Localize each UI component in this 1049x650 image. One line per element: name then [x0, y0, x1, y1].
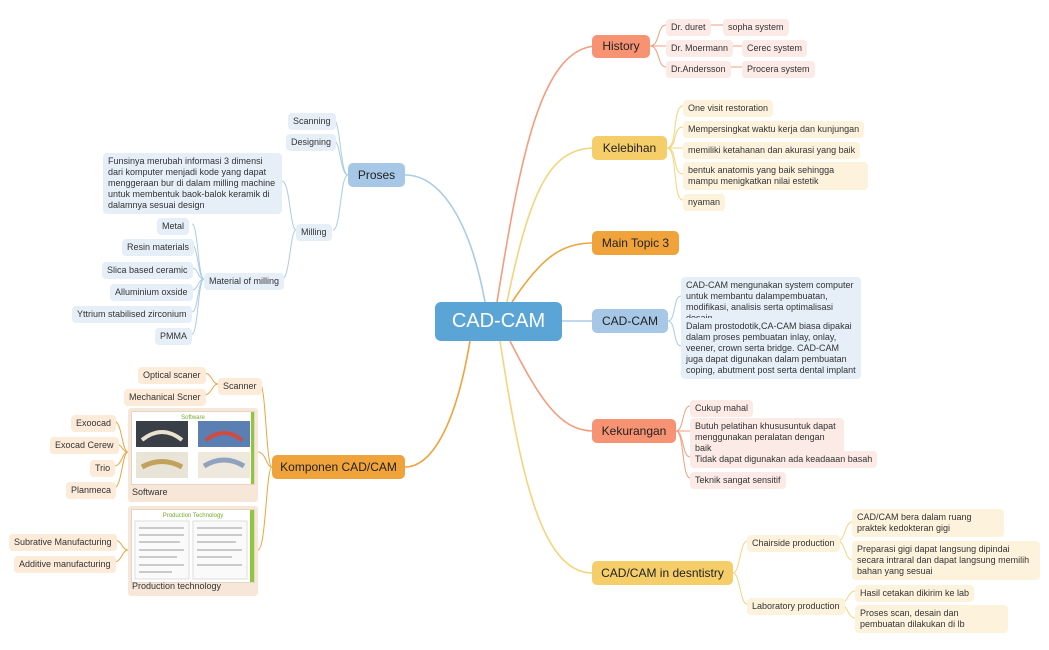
software-label: Software [132, 487, 168, 497]
scanner-node[interactable]: Scanner [218, 378, 262, 395]
material-item[interactable]: Metal [157, 218, 190, 235]
software-item[interactable]: Exocad Cerew [50, 437, 119, 454]
software-item[interactable]: Trio [90, 460, 116, 477]
topic-proses[interactable]: Proses [348, 163, 405, 187]
kelebihan-item[interactable]: memiliki ketahanan dan akurasi yang baik [683, 142, 861, 159]
laboratory-production[interactable]: Laboratory production [747, 598, 845, 615]
software-image: Software [131, 411, 255, 485]
history-cerec-system[interactable]: Cerec system [742, 40, 808, 57]
production-technology-image: Production Technology [131, 509, 255, 583]
history-dr-duret[interactable]: Dr. duret [666, 19, 711, 36]
history-procera-system[interactable]: Procera system [742, 61, 815, 78]
topic-komponen[interactable]: Komponen CAD/CAM [272, 455, 405, 479]
software-image-title: Software [181, 415, 205, 421]
software-node[interactable]: Software Software [128, 408, 258, 502]
topic-cadcam-in-dentistry[interactable]: CAD/CAM in desntistry [592, 561, 733, 585]
laboratory-item[interactable]: Hasil cetakan dikirim ke lab [855, 585, 975, 602]
kekurangan-item[interactable]: Butuh pelatihan khususuntuk dapat menggu… [690, 418, 844, 457]
material-item[interactable]: Alluminium oxside [110, 284, 193, 301]
scanner-item[interactable]: Optical scaner [138, 367, 206, 384]
scanner-item[interactable]: Mechanical Scner [124, 389, 206, 406]
topic-main-topic-3[interactable]: Main Topic 3 [592, 231, 679, 255]
milling-description[interactable]: Funsinya merubah informasi 3 dimensi dar… [103, 153, 282, 214]
history-sopha-system[interactable]: sopha system [723, 19, 789, 36]
proses-milling[interactable]: Milling [296, 224, 332, 241]
production-slide-icon [132, 510, 254, 582]
topic-kelebihan[interactable]: Kelebihan [592, 136, 667, 160]
kelebihan-item[interactable]: bentuk anatomis yang baik sehingga mampu… [683, 162, 868, 190]
laboratory-item[interactable]: Proses scan, desain dan pembuatan dilaku… [855, 605, 1008, 633]
history-dr-moermann[interactable]: Dr. Moermann [666, 40, 734, 57]
kekurangan-item[interactable]: Tidak dapat digunakan ada keadaaan basah [690, 451, 878, 468]
history-dr-andersson[interactable]: Dr.Andersson [666, 61, 731, 78]
kekurangan-item[interactable]: Cukup mahal [690, 400, 754, 417]
kelebihan-item[interactable]: Mempersingkat waktu kerja dan kunjungan [683, 121, 865, 138]
production-item[interactable]: Subrative Manufacturing [9, 534, 117, 551]
material-item[interactable]: PMMA [155, 328, 192, 345]
topic-cadcam[interactable]: CAD-CAM [592, 309, 668, 333]
material-item[interactable]: Yttrium stabilised zirconium [72, 306, 192, 323]
topic-kekurangan[interactable]: Kekurangan [592, 419, 676, 443]
production-technology-node[interactable]: Production Technology Production technol… [128, 506, 258, 596]
chairside-item[interactable]: CAD/CAM bera dalam ruang praktek kedokte… [852, 509, 1004, 537]
proses-scanning[interactable]: Scanning [288, 113, 336, 130]
kelebihan-item[interactable]: nyaman [683, 194, 726, 211]
cadcam-prosthodontic-use[interactable]: Dalam prostodotik,CA-CAM biasa dipakai d… [681, 318, 861, 379]
software-item[interactable]: Exoocad [71, 415, 117, 432]
software-screenshots-icon [136, 412, 254, 484]
central-topic[interactable]: CAD-CAM [435, 302, 562, 341]
material-item[interactable]: Resin materials [122, 239, 195, 256]
proses-designing[interactable]: Designing [286, 134, 337, 151]
material-of-milling[interactable]: Material of milling [204, 273, 285, 290]
production-image-title: Production Technology [162, 513, 224, 519]
material-item[interactable]: Slica based ceramic [102, 262, 193, 279]
chairside-item[interactable]: Preparasi gigi dapat langsung dipindai s… [852, 541, 1040, 580]
software-item[interactable]: Planmeca [66, 482, 117, 499]
kekurangan-item[interactable]: Teknik sangat sensitif [690, 472, 786, 489]
production-technology-label: Production technology [132, 581, 222, 591]
topic-history[interactable]: History [592, 35, 650, 58]
chairside-production[interactable]: Chairside production [747, 535, 840, 552]
kelebihan-item[interactable]: One visit restoration [683, 100, 774, 117]
production-item[interactable]: Additive manufacturing [14, 556, 116, 573]
